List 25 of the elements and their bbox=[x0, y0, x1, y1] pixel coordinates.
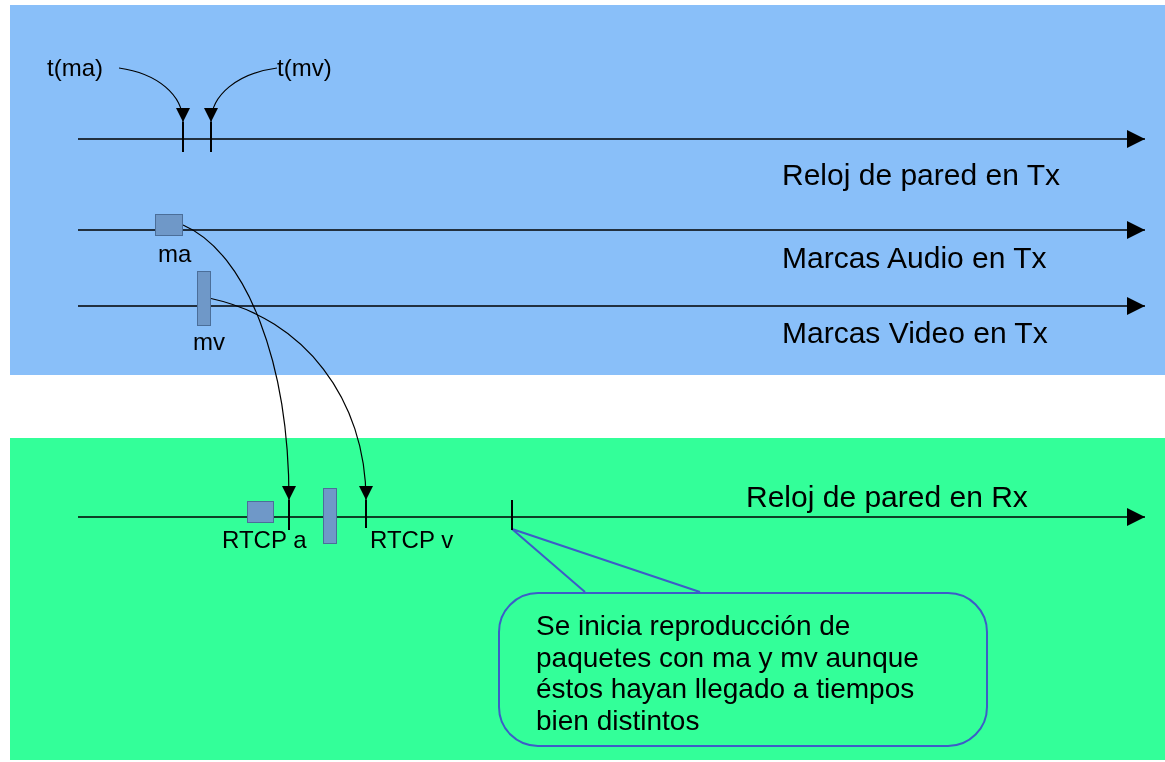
arrow bbox=[182, 224, 296, 501]
rtcp-packet-marker bbox=[247, 501, 274, 523]
callout-bubble bbox=[498, 592, 988, 747]
packet-label: mv bbox=[193, 330, 225, 354]
time-label: t(ma) bbox=[47, 56, 119, 80]
packet-label: RTCP v bbox=[370, 528, 454, 552]
tick-mark bbox=[288, 500, 290, 530]
video-packet-marker bbox=[197, 271, 211, 326]
arrow bbox=[118, 67, 189, 123]
arrow bbox=[205, 67, 278, 123]
tick-mark bbox=[365, 500, 367, 528]
packet-label: ma bbox=[158, 242, 192, 266]
axis-label: Marcas Audio en Tx bbox=[782, 243, 1047, 273]
tick-mark bbox=[210, 122, 212, 152]
rtcp-packet-marker bbox=[323, 488, 337, 544]
axis-label: Reloj de pared en Rx bbox=[746, 482, 1028, 512]
packet-label: RTCP a bbox=[222, 528, 307, 552]
arrow bbox=[210, 297, 373, 501]
axis-label: Marcas Video en Tx bbox=[782, 318, 1048, 348]
time-label: t(mv) bbox=[277, 56, 349, 80]
callout-text: Se inicia reproducción de paquetes con ma y mv aunque éstos hayan llegado a tiempos bien distintos bbox=[536, 610, 920, 737]
tick-mark bbox=[182, 122, 184, 152]
tick-mark bbox=[511, 500, 513, 530]
axis-label: Reloj de pared en Tx bbox=[782, 160, 1060, 190]
audio-packet-marker bbox=[155, 214, 183, 236]
